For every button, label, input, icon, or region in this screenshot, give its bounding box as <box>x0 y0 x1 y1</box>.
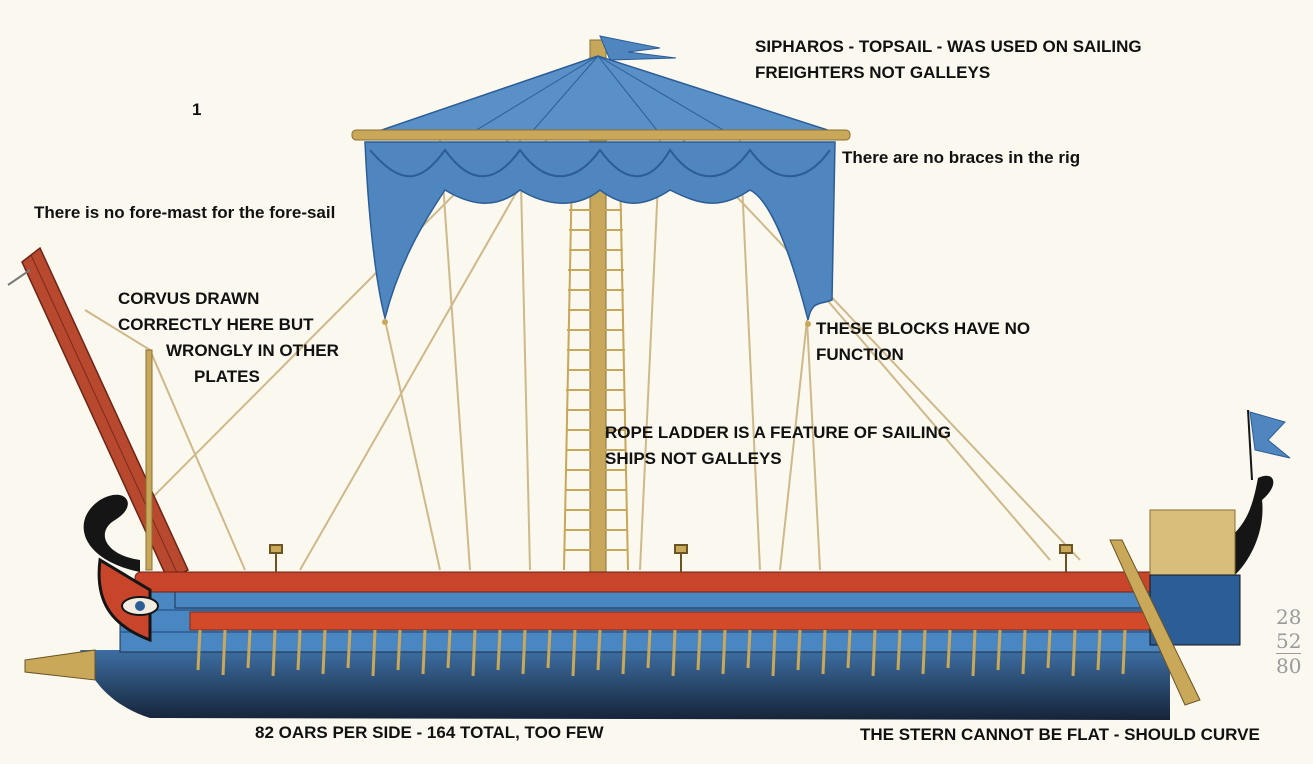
mast-pennant <box>599 35 677 61</box>
annotation-stern: THE STERN CANNOT BE FLAT - SHOULD CURVE <box>860 722 1260 748</box>
annotation-line: CORRECTLY HERE BUT <box>118 315 314 334</box>
annotation-line: FUNCTION <box>816 345 904 364</box>
pencil-number: 80 <box>1276 653 1302 678</box>
pencil-number: 28 <box>1276 605 1302 629</box>
annotation-line: CORVUS DRAWN <box>118 289 260 308</box>
main-sail <box>364 141 836 321</box>
annotation-braces: There are no braces in the rig <box>842 145 1080 171</box>
yard <box>351 129 851 141</box>
pencil-number: 52 <box>1276 629 1302 653</box>
hull <box>24 409 1291 720</box>
deck-blocks <box>269 544 1073 572</box>
upper-rail <box>134 571 1176 593</box>
margin-pencil-notes: 28 52 80 <box>1276 605 1302 678</box>
annotation-line: WRONGLY IN OTHER <box>166 341 339 360</box>
annotation-corvus: CORVUS DRAWN CORRECTLY HERE BUT WRONGLY … <box>118 286 339 390</box>
annotation-line: There are no braces in the rig <box>842 148 1081 167</box>
annotation-line: THESE BLOCKS HAVE NO <box>816 319 1031 338</box>
rope-ladder <box>563 169 629 571</box>
corvus <box>7 246 189 582</box>
annotation-line: FREIGHTERS NOT GALLEYS <box>755 63 991 82</box>
annotation-sipharos: SIPHAROS - TOPSAIL - WAS USED ON SAILING… <box>755 34 1142 86</box>
annotation-line: PLATES <box>194 367 260 386</box>
bow <box>83 494 140 572</box>
ram <box>24 649 96 681</box>
stern-flag <box>1249 411 1291 459</box>
annotation-foremast: There is no fore-mast for the fore-sail <box>34 200 335 226</box>
annotation-line: There is no fore-mast for the fore-sail <box>34 203 336 222</box>
annotation-line: SHIPS NOT GALLEYS <box>605 449 782 468</box>
annotation-line: SIPHAROS - TOPSAIL - WAS USED ON SAILING <box>755 37 1142 56</box>
annotation-line: THE STERN CANNOT BE FLAT - SHOULD CURVE <box>860 725 1260 744</box>
annotation-line: ROPE LADDER IS A FEATURE OF SAILING <box>605 423 951 442</box>
annotation-blocks: THESE BLOCKS HAVE NO FUNCTION <box>816 316 1030 368</box>
plate-number: 1 <box>192 100 202 119</box>
annotation-line: 82 OARS PER SIDE - 164 TOTAL, TOO FEW <box>255 723 604 742</box>
steering-oar <box>1109 539 1201 706</box>
annotation-oars: 82 OARS PER SIDE - 164 TOTAL, TOO FEW <box>255 720 604 746</box>
oar-rail-lower <box>189 611 1151 631</box>
stern <box>1150 475 1274 575</box>
oars <box>196 629 1127 677</box>
annotation-ladder: ROPE LADDER IS A FEATURE OF SAILING SHIP… <box>605 420 951 472</box>
